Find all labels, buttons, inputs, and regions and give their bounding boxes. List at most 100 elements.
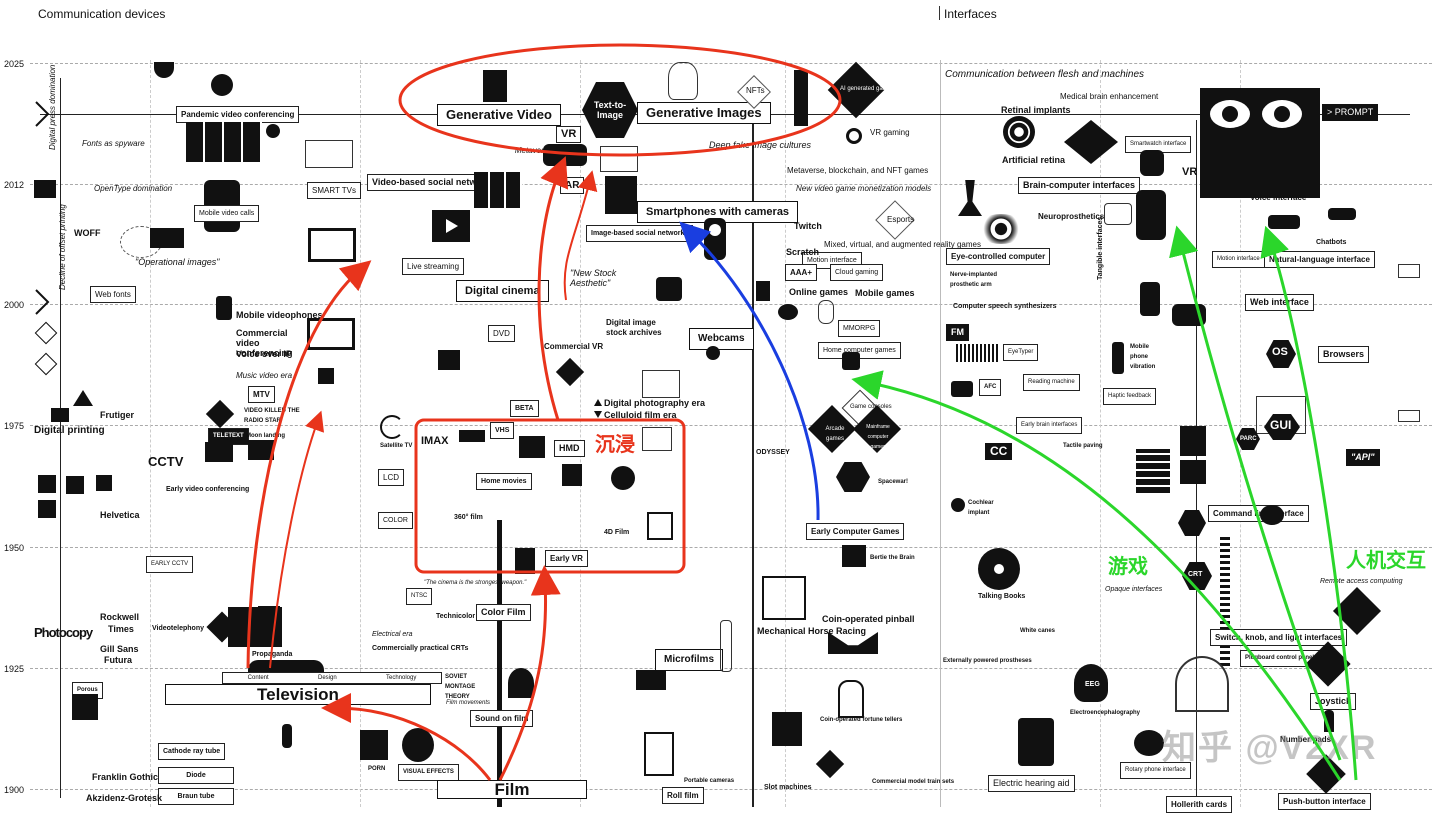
web-interface-box[interactable]: Web interface [1245, 294, 1314, 311]
digital-cinema-box[interactable]: Digital cinema [456, 280, 549, 302]
tv-technology-label: Technology [385, 674, 417, 681]
dvd-box[interactable]: DVD [488, 325, 515, 342]
push-button-box[interactable]: Push-button interface [1278, 793, 1371, 810]
hearing-aid-icon [1018, 718, 1054, 766]
mobile-video-calls-box[interactable]: Mobile video calls [194, 205, 260, 222]
column-header-interfaces: Interfaces [944, 7, 997, 21]
smartphone-touch-icon [1136, 190, 1166, 240]
label-mixed-reality: Mixed, virtual, and augmented reality ga… [824, 240, 981, 249]
mmorpg-box[interactable]: MMORPG [838, 320, 881, 337]
roll-film-box[interactable]: Roll film [662, 787, 704, 804]
color-box[interactable]: COLOR [378, 512, 413, 529]
diode-box[interactable]: Diode [158, 767, 234, 784]
webcams-box[interactable]: Webcams [689, 328, 754, 350]
television-box[interactable]: Television [165, 684, 431, 705]
label-tactile-paving: Tactile paving [1063, 443, 1103, 449]
reading-machine-box[interactable]: Reading machine [1023, 374, 1080, 391]
motion-interface-box[interactable]: Motion interface [1212, 251, 1265, 268]
ar-box[interactable]: AR [560, 177, 585, 194]
neural-pyramid-icon [1064, 120, 1118, 164]
lcd-box[interactable]: LCD [378, 469, 405, 486]
early-brain-box[interactable]: Early brain interfaces [1016, 417, 1083, 434]
cc-box[interactable]: CC [985, 443, 1013, 460]
ntsc-box[interactable]: NTSC [406, 588, 433, 605]
electric-hearing-box[interactable]: Electric hearing aid [988, 775, 1075, 792]
label-times: Times [108, 624, 134, 634]
color-film-box[interactable]: Color Film [476, 604, 531, 621]
haptic-feedback-box[interactable]: Haptic feedback [1103, 388, 1157, 405]
generative-video-box[interactable]: Generative Video [437, 104, 561, 126]
hasselblad-icon [647, 512, 673, 540]
text-to-image-hex[interactable]: Text-to-Image [582, 82, 638, 138]
label-odyssey: ODYSSEY [756, 449, 790, 456]
sound-on-film-box[interactable]: Sound on film [470, 710, 534, 727]
label-digital-printing: Digital printing [34, 425, 105, 436]
joystick-box[interactable]: Joystick [1310, 693, 1357, 710]
aaa-box[interactable]: AAA+ [785, 264, 818, 281]
afc-box[interactable]: AFC [979, 379, 1002, 396]
command-line-box[interactable]: Command line interface [1208, 505, 1309, 522]
scart-port-icon [1398, 410, 1420, 422]
leica-icon [636, 670, 666, 690]
film-strip-icon [483, 70, 507, 102]
label-satellite-tv: Satellite TV [380, 443, 413, 449]
eye-controlled-box[interactable]: Eye-controlled computer [946, 248, 1051, 265]
film-box[interactable]: Film [437, 780, 587, 799]
mtv-box[interactable]: MTV [248, 386, 275, 403]
api-box[interactable]: "API" [1346, 449, 1380, 466]
web-fonts-box[interactable]: Web fonts [90, 286, 136, 303]
label-esports: Esports [887, 215, 915, 224]
microfilms-box[interactable]: Microfilms [655, 649, 724, 671]
hollerith-box[interactable]: Hollerith cards [1166, 796, 1233, 813]
live-streaming-box[interactable]: Live streaming [402, 258, 465, 275]
brain-computer-box[interactable]: Brain-computer interfaces [1018, 177, 1141, 194]
porous-icon [72, 694, 98, 720]
hci-annotation: 人机交互 [1346, 550, 1426, 572]
braun-tube-box[interactable]: Braun tube [158, 788, 234, 805]
early-cctv-box[interactable]: EARLY CCTV [146, 556, 194, 573]
film-reel-icon [611, 466, 635, 490]
column-divider-line [940, 60, 941, 807]
eyetyper-box[interactable]: EyeTyper [1003, 344, 1039, 361]
home-movies-box[interactable]: Home movies [476, 473, 532, 490]
image-social-box[interactable]: Image-based social networks [586, 225, 694, 242]
vr-top-box[interactable]: VR [556, 126, 582, 143]
handycam-icon [318, 368, 334, 384]
label-music-video: Music video era [236, 371, 293, 380]
gridline [30, 547, 1432, 548]
browsers-box[interactable]: Browsers [1318, 346, 1370, 363]
type-specimen-icon [34, 180, 56, 198]
dolby-icon [438, 350, 460, 370]
label-spacewar: Spacewar! [878, 479, 909, 485]
prompt-box[interactable]: > PROMPT [1322, 104, 1379, 121]
year-2012: 2012 [4, 180, 25, 190]
gamepad-icon [1172, 304, 1206, 326]
vhs-box[interactable]: VHS [490, 422, 515, 439]
early-vr-box[interactable]: Early VR [545, 550, 588, 567]
moon-face-icon [402, 728, 434, 762]
beta-box[interactable]: BETA [510, 400, 539, 417]
cathode-ray-box[interactable]: Cathode ray tube [158, 743, 226, 760]
games-annotation: 游戏 [1108, 556, 1148, 578]
label-artificial-retina: Artificial retina [1002, 155, 1066, 165]
dslr-icon [656, 277, 682, 301]
label-voice-interface: Voice interface [1250, 193, 1307, 202]
command-line-hex [1178, 510, 1206, 536]
punch-tape-icon [1220, 536, 1230, 666]
fm-box[interactable]: FM [946, 324, 969, 341]
retina-icon [1003, 116, 1035, 148]
label-arcade-games: Arcade games [825, 426, 845, 442]
column-line [150, 60, 151, 807]
cloud-gaming-box[interactable]: Cloud gaming [830, 264, 884, 281]
hmd-box[interactable]: HMD [554, 440, 585, 457]
camera-outline-icon [642, 370, 680, 398]
pandemic-box[interactable]: Pandemic video conferencing [176, 106, 300, 123]
computer-mouse-icon [1180, 426, 1206, 456]
smart-tvs-box[interactable]: SMART TVs [307, 182, 362, 199]
visual-effects-box[interactable]: VISUAL EFFECTS [398, 764, 459, 781]
type-specimen-icon [38, 475, 56, 493]
label-model-train: Commercial model train sets [872, 779, 955, 785]
natural-language-box[interactable]: Natural-language interface [1264, 251, 1375, 268]
label-eeg: EEG [1085, 681, 1100, 688]
early-computer-games-box[interactable]: Early Computer Games [806, 523, 905, 540]
